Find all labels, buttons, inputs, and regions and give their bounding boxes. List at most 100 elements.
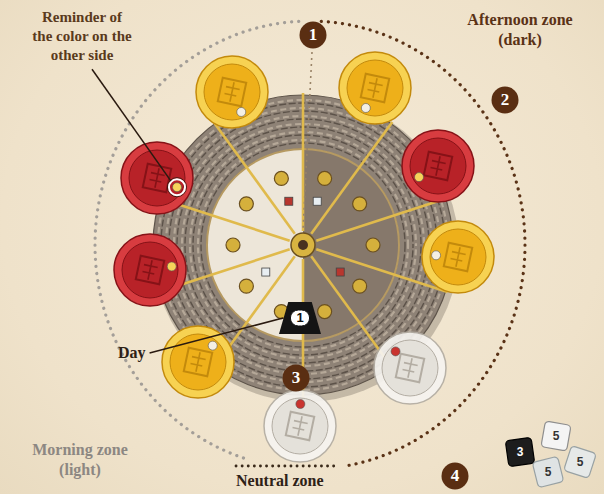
reminder-dot: [167, 262, 176, 271]
token-glyph-lines: [141, 259, 159, 281]
token-glyph-lines: [189, 351, 207, 373]
token-glyph: [286, 412, 314, 440]
callout-disc: [283, 365, 310, 392]
zone-label: Afternoon zone (dark): [450, 10, 590, 50]
token-glyph-lines: [366, 77, 384, 99]
token-rim: [339, 52, 411, 124]
token-rim: [264, 390, 336, 462]
coin-icon: [274, 171, 288, 185]
day-marker: 1: [279, 302, 321, 334]
callout-number: 2: [491, 86, 519, 114]
worker-token: [402, 130, 474, 202]
callout-number: 4: [441, 462, 469, 490]
resource-icon: [313, 197, 321, 205]
resource-icon: [336, 268, 344, 276]
callout-disc: [442, 463, 469, 490]
callout-note: Day: [118, 343, 146, 363]
die-face: 5: [545, 465, 552, 480]
coin-icon: [353, 279, 367, 293]
coin-icon: [239, 197, 253, 211]
callout-disc: [300, 22, 327, 49]
callout-disc: [492, 87, 519, 114]
resource-icon: [262, 268, 270, 276]
token-glyph-lines: [449, 246, 467, 268]
worker-token: [264, 390, 336, 462]
reminder-dot: [361, 103, 370, 112]
token-face: [204, 64, 260, 120]
reminder-dot: [296, 400, 305, 409]
reminder-dot: [208, 341, 217, 350]
gold-spoke: [302, 93, 305, 231]
coin-icon: [318, 171, 332, 185]
token-rim: [402, 130, 474, 202]
token-glyph: [136, 256, 164, 284]
token-glyph-lines: [429, 155, 447, 177]
highlight-ring: [169, 179, 185, 195]
zone-divider: [303, 52, 312, 231]
reminder-dot: [172, 183, 181, 192]
token-glyph-lines: [291, 415, 309, 437]
callout-number: 1: [299, 21, 327, 49]
token-glyph: [184, 348, 212, 376]
neutral-zone-dots: [236, 465, 334, 468]
calendar-wheel: [153, 52, 459, 402]
worker-token: [422, 221, 494, 293]
reminder-dot: [432, 251, 441, 260]
token-glyph: [396, 354, 424, 382]
token-glyph: [424, 152, 452, 180]
worker-token: [121, 142, 193, 214]
zone-label: Neutral zone: [236, 471, 324, 491]
callout-digit: 3: [282, 364, 310, 392]
die: [505, 437, 534, 466]
callout-digit: 4: [441, 462, 469, 490]
dice: [505, 421, 596, 488]
resource-icon: [285, 197, 293, 205]
coin-icon: [366, 238, 380, 252]
token-face: [430, 229, 486, 285]
leader-line: [92, 69, 171, 181]
day-number: 1: [279, 302, 321, 334]
worker-tokens: [114, 52, 494, 462]
die-face: 3: [517, 445, 524, 460]
leader-line: [150, 318, 283, 353]
token-rim: [196, 56, 268, 128]
coin-icon: [353, 197, 367, 211]
token-face: [382, 340, 438, 396]
callout-digit: 1: [299, 21, 327, 49]
gold-spoke: [316, 198, 447, 241]
worker-token: [374, 332, 446, 404]
worker-token: [114, 234, 186, 306]
token-glyph: [143, 164, 171, 192]
token-rim: [374, 332, 446, 404]
token-glyph: [444, 243, 472, 271]
callout-digit: 2: [491, 86, 519, 114]
worker-token: [339, 52, 411, 124]
coin-icon: [226, 238, 240, 252]
gold-spoke: [311, 122, 392, 234]
callout-number: 3: [282, 364, 310, 392]
reminder-dot: [391, 347, 400, 356]
hub-center: [298, 240, 308, 250]
reminder-dot: [415, 173, 424, 182]
token-rim: [114, 234, 186, 306]
token-face: [170, 334, 226, 390]
zone-arcs: [95, 21, 525, 466]
die: [541, 421, 571, 451]
callout-note: Reminder of the color on the other side: [32, 8, 132, 64]
die-face: 5: [577, 455, 584, 470]
token-face: [122, 242, 178, 298]
token-face: [272, 398, 328, 454]
day-marker-body: [279, 302, 321, 334]
token-rim: [162, 326, 234, 398]
worker-token: [196, 56, 268, 128]
token-rim: [121, 142, 193, 214]
coin-icon: [239, 279, 253, 293]
token-glyph-lines: [223, 81, 241, 103]
token-face: [410, 138, 466, 194]
token-rim: [422, 221, 494, 293]
token-glyph: [361, 74, 389, 102]
die: [564, 446, 597, 479]
die-face: 5: [553, 429, 560, 444]
